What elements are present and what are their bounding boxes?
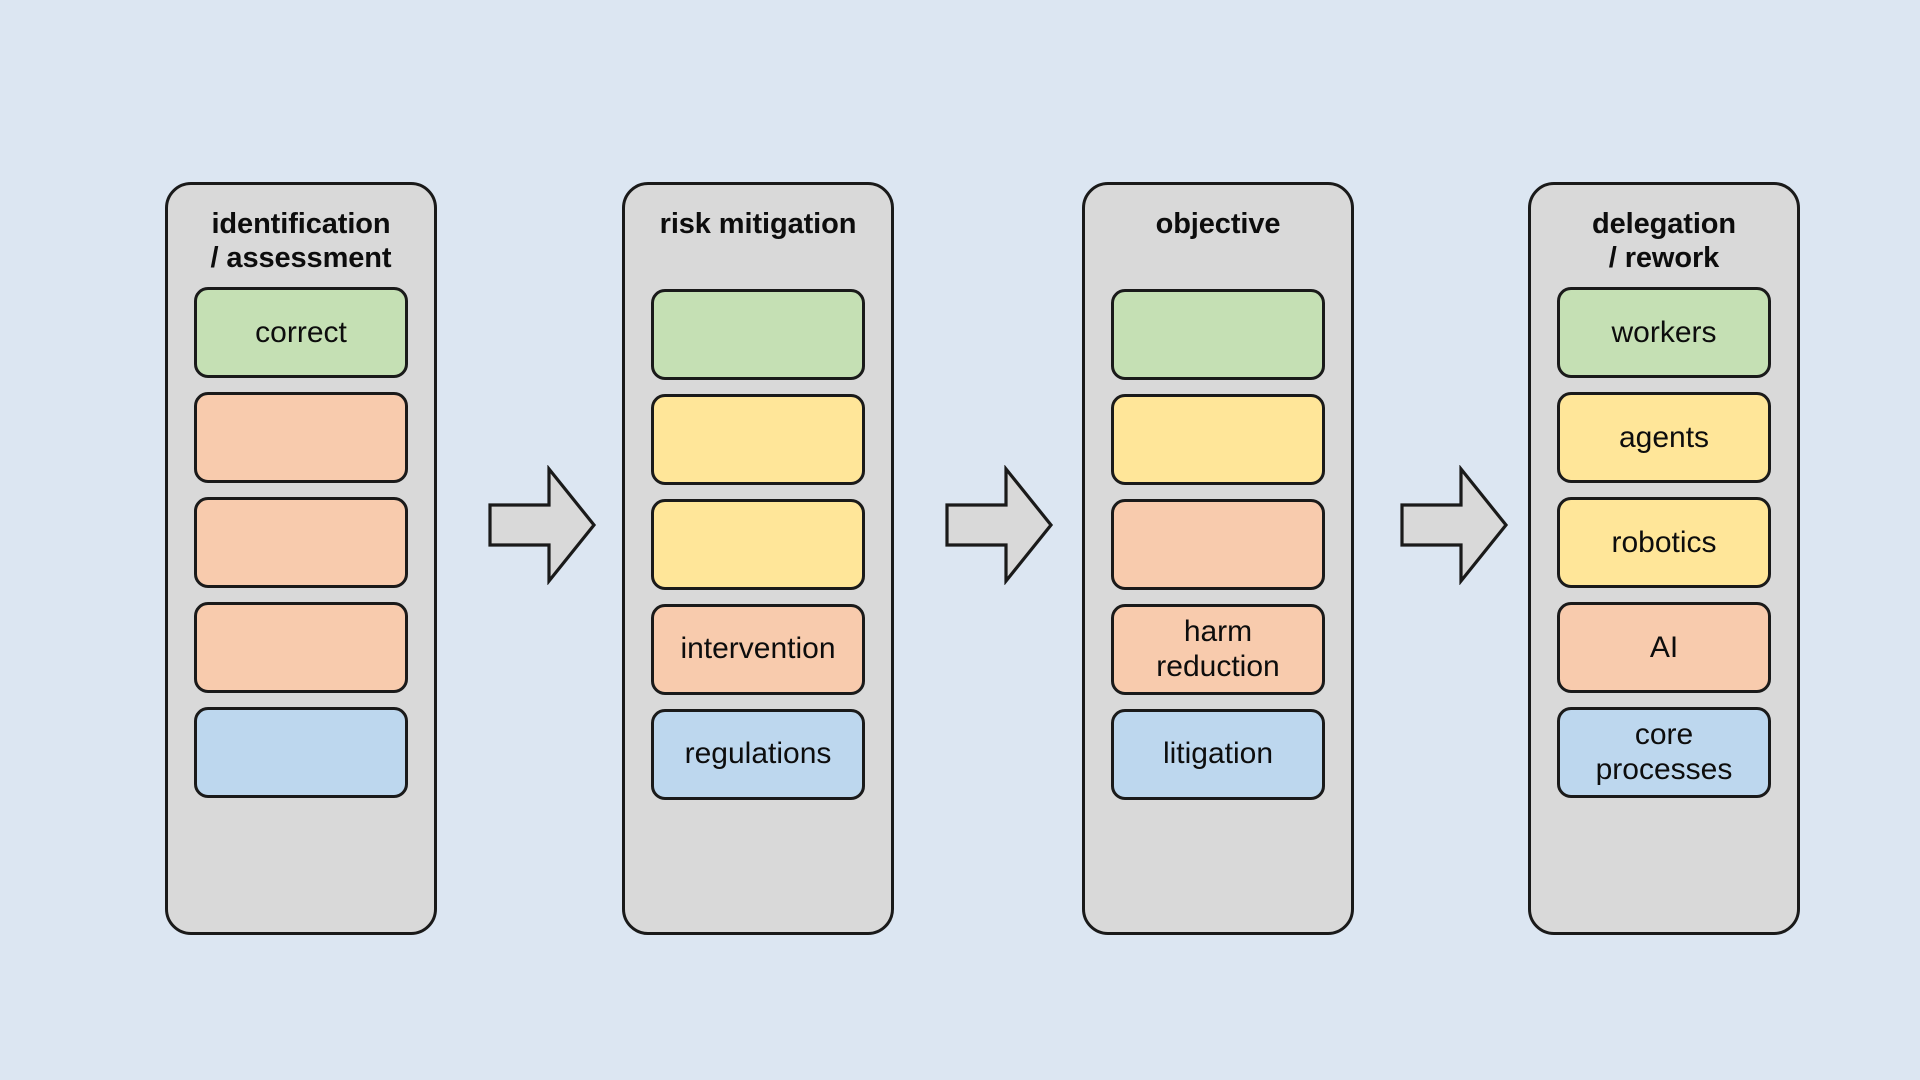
item-box[interactable]: regulations: [651, 709, 865, 801]
column-header: delegation / rework: [1591, 208, 1736, 275]
column-header: risk mitigation: [659, 208, 857, 240]
column-objective[interactable]: objective harm reduction litigation: [1082, 182, 1354, 935]
item-label: AI: [1649, 630, 1679, 664]
item-box[interactable]: workers: [1557, 287, 1771, 379]
column-header: identification / assessment: [210, 208, 392, 275]
arrow-right-icon: [944, 465, 1054, 585]
arrow-right-icon: [487, 465, 597, 585]
column-items: harm reduction litigation: [1085, 241, 1351, 801]
item-box[interactable]: agents: [1557, 392, 1771, 484]
item-box[interactable]: [194, 602, 408, 694]
item-box[interactable]: [194, 392, 408, 484]
item-box[interactable]: [194, 707, 408, 799]
item-box[interactable]: intervention: [651, 604, 865, 696]
item-box[interactable]: [194, 497, 408, 589]
column-items: workers agents robotics AI core processe…: [1531, 275, 1797, 799]
item-label: regulations: [684, 737, 832, 771]
item-box[interactable]: [651, 499, 865, 591]
item-box[interactable]: [1111, 289, 1325, 381]
item-box[interactable]: harm reduction: [1111, 604, 1325, 696]
item-box[interactable]: robotics: [1557, 497, 1771, 589]
item-box[interactable]: [1111, 394, 1325, 486]
item-box[interactable]: litigation: [1111, 709, 1325, 801]
item-box[interactable]: [651, 289, 865, 381]
column-items: correct: [168, 275, 434, 799]
item-box[interactable]: AI: [1557, 602, 1771, 694]
column-risk-mitigation[interactable]: risk mitigation intervention regulations: [622, 182, 894, 935]
item-label: correct: [255, 315, 347, 349]
item-label: agents: [1618, 420, 1710, 454]
item-box[interactable]: [651, 394, 865, 486]
item-label: robotics: [1611, 525, 1717, 559]
arrow-right-icon: [1399, 465, 1509, 585]
item-box[interactable]: correct: [194, 287, 408, 379]
item-label: harm reduction: [1156, 614, 1280, 683]
item-label: workers: [1611, 315, 1717, 349]
item-box[interactable]: core processes: [1557, 707, 1771, 799]
item-label: core processes: [1595, 718, 1733, 786]
item-label: intervention: [680, 632, 836, 666]
item-box[interactable]: [1111, 499, 1325, 591]
column-items: intervention regulations: [625, 241, 891, 801]
column-header: objective: [1155, 208, 1281, 240]
item-label: litigation: [1162, 737, 1274, 771]
column-delegation-rework[interactable]: delegation / rework workers agents robot…: [1528, 182, 1800, 935]
column-identification-assessment[interactable]: identification / assessment correct: [165, 182, 437, 935]
